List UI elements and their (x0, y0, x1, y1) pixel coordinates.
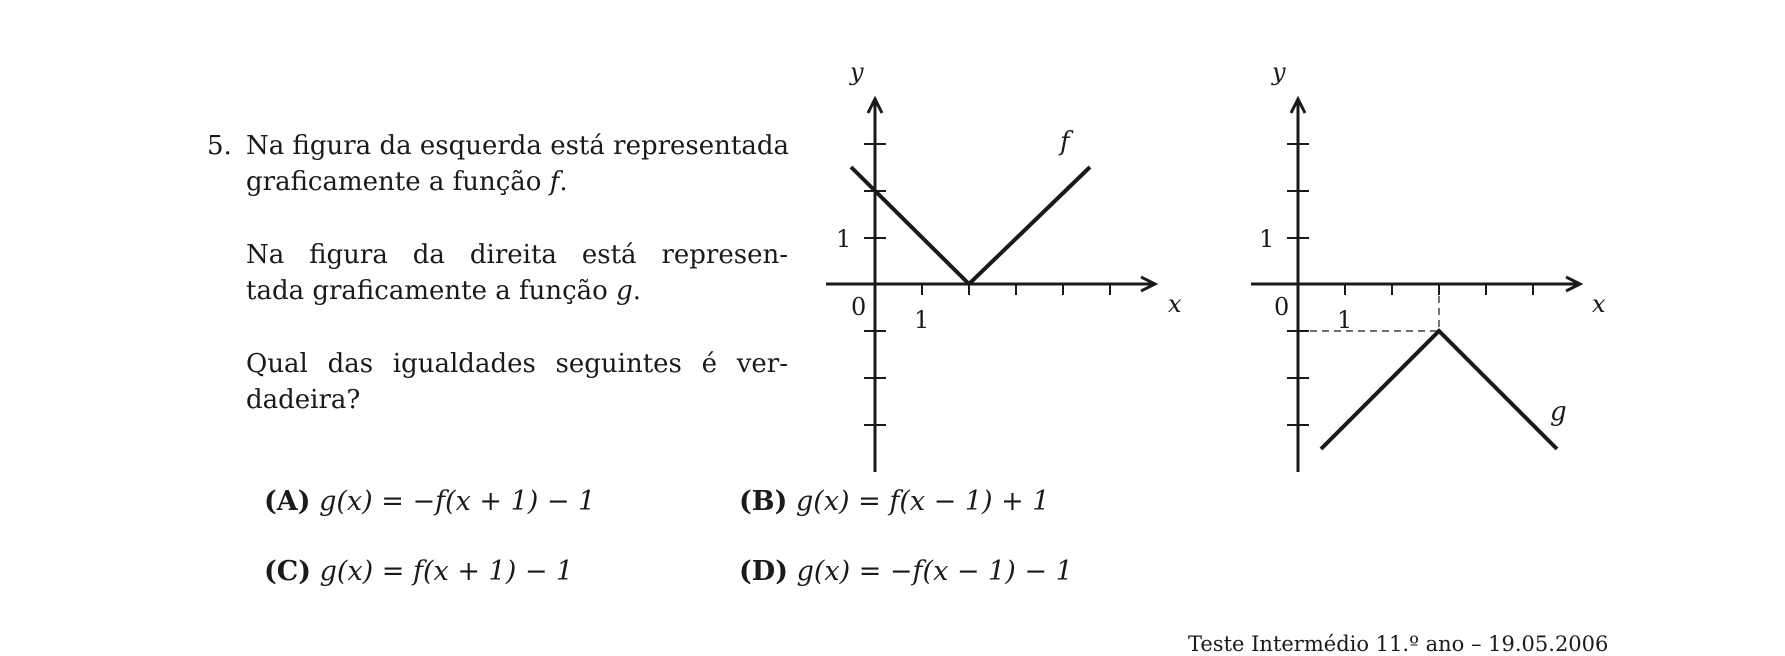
x-axis-arrow-icon (1140, 275, 1159, 293)
guide-lines (1298, 284, 1440, 332)
y-label: y (1271, 58, 1286, 86)
curve-label-g: g (1550, 397, 1567, 427)
y-tick-label: 1 (836, 225, 851, 253)
y-tick-label: 1 (1259, 225, 1274, 253)
x-tick-label: 1 (914, 306, 929, 334)
footer: Teste Intermédio 11.º ano – 19.05.2006 (1188, 632, 1609, 656)
p2-line2: tada graficamente a função g. (246, 276, 642, 306)
p2-line1: Na figura da direita está represen- (246, 240, 788, 270)
x-tick-label: 1 (1337, 306, 1352, 334)
origin-label: 0 (851, 293, 866, 321)
curve-f (849, 165, 1092, 287)
p3-line1: Qual das igualdades seguintes é ver- (246, 349, 788, 379)
var-g: g (616, 276, 633, 306)
curve-g (1319, 328, 1559, 451)
graph-right (1251, 95, 1584, 472)
y-ticks (1287, 143, 1309, 426)
curve-label-f: f (1058, 127, 1074, 157)
y-axis-arrow-icon (1289, 95, 1307, 114)
option-b[interactable]: (B) g(x) = f(x − 1) + 1 (739, 486, 1050, 517)
graph-left (826, 95, 1159, 472)
p1-line1: Na figura da esquerda está representada (246, 131, 789, 161)
graph-right-labels: y x 0 1 1 g (1259, 58, 1606, 427)
option-c[interactable]: (C) g(x) = f(x + 1) − 1 (264, 556, 574, 587)
option-d[interactable]: (D) g(x) = −f(x − 1) − 1 (739, 556, 1073, 587)
graph-left-labels: y x 0 1 1 f (836, 58, 1182, 334)
option-a[interactable]: (A) g(x) = −f(x + 1) − 1 (264, 486, 596, 517)
x-label: x (1592, 290, 1606, 318)
x-label: x (1168, 290, 1182, 318)
x-axis-arrow-icon (1565, 275, 1584, 293)
y-label: y (849, 58, 864, 86)
x-ticks (921, 284, 1111, 295)
paragraph-2: Na figura da direita está represen- tada… (246, 237, 788, 309)
p1-line2: graficamente a função f. (246, 167, 568, 197)
question-number: 5. (207, 131, 232, 161)
p3-line2: dadeira? (246, 385, 361, 415)
paragraph-1: Na figura da esquerda está representada … (246, 128, 789, 200)
var-f: f (549, 167, 560, 197)
origin-label: 0 (1274, 293, 1289, 321)
paragraph-3: Qual das igualdades seguintes é ver- dad… (246, 346, 788, 418)
y-axis-arrow-icon (866, 95, 884, 114)
